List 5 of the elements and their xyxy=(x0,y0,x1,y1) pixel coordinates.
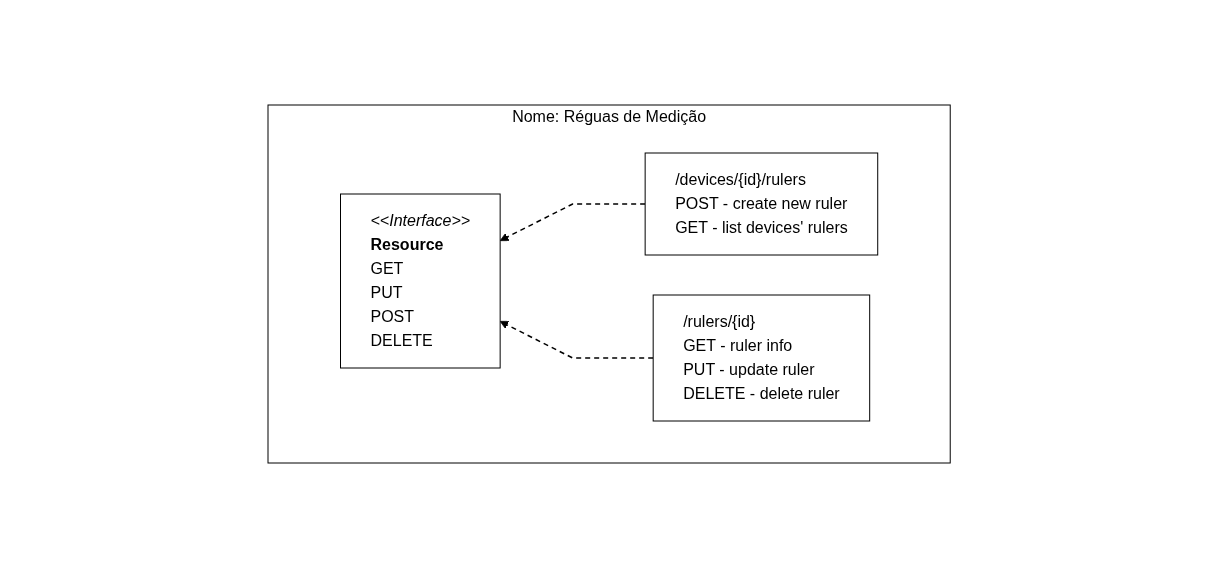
arrow xyxy=(499,202,646,241)
node-box: /devices/{id}/rulers POST - create new ruler GET - list devices' rulers xyxy=(644,152,879,255)
node-box: <<Interface>> Resource GET PUT POST DELETE xyxy=(339,193,501,368)
arrow xyxy=(499,320,654,359)
node-box: /rulers/{id} GET - ruler info PUT - update ruler DELETE - delete ruler xyxy=(652,294,871,421)
